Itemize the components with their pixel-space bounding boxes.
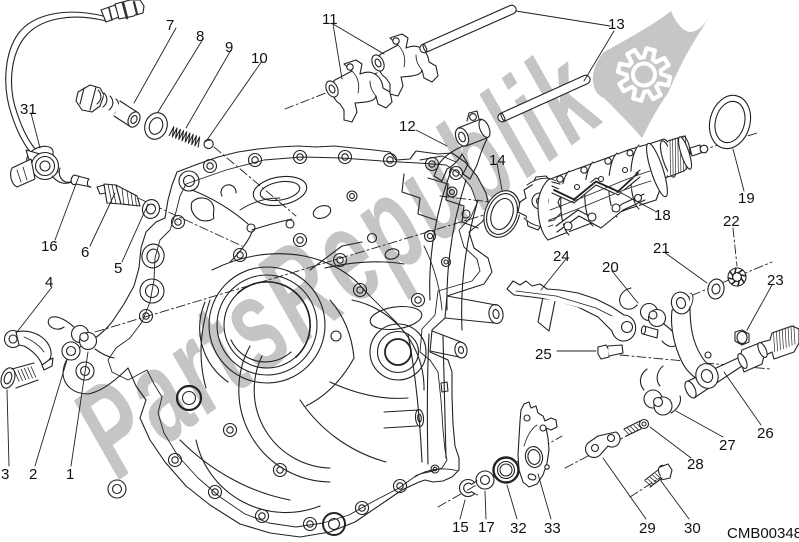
svg-text:5: 5 — [114, 260, 122, 277]
svg-text:20: 20 — [602, 259, 619, 276]
svg-text:18: 18 — [654, 207, 671, 224]
svg-text:2: 2 — [29, 466, 37, 483]
svg-text:22: 22 — [723, 213, 740, 230]
svg-text:31: 31 — [20, 101, 37, 118]
svg-text:19: 19 — [738, 190, 755, 207]
svg-text:15: 15 — [452, 519, 469, 536]
svg-text:30: 30 — [684, 520, 701, 537]
svg-text:28: 28 — [687, 456, 704, 473]
svg-text:8: 8 — [196, 28, 204, 45]
svg-text:24: 24 — [553, 248, 570, 265]
svg-text:26: 26 — [757, 425, 774, 442]
svg-text:13: 13 — [608, 16, 625, 33]
svg-text:3: 3 — [1, 466, 9, 483]
svg-text:7: 7 — [166, 17, 174, 34]
svg-text:32: 32 — [510, 520, 527, 537]
svg-text:16: 16 — [41, 238, 58, 255]
svg-text:9: 9 — [225, 39, 233, 56]
svg-text:17: 17 — [478, 519, 495, 536]
svg-text:CMB00348: CMB00348 — [727, 525, 799, 542]
svg-text:27: 27 — [719, 437, 736, 454]
svg-text:33: 33 — [544, 520, 561, 537]
svg-text:25: 25 — [535, 346, 552, 363]
svg-text:10: 10 — [251, 50, 268, 67]
svg-text:1: 1 — [66, 466, 74, 483]
svg-text:14: 14 — [489, 152, 506, 169]
svg-text:6: 6 — [81, 244, 89, 261]
svg-text:4: 4 — [45, 274, 53, 291]
svg-text:23: 23 — [767, 272, 784, 289]
svg-text:12: 12 — [399, 118, 416, 135]
svg-text:11: 11 — [322, 11, 338, 28]
svg-text:21: 21 — [653, 240, 670, 257]
svg-text:29: 29 — [639, 520, 656, 537]
